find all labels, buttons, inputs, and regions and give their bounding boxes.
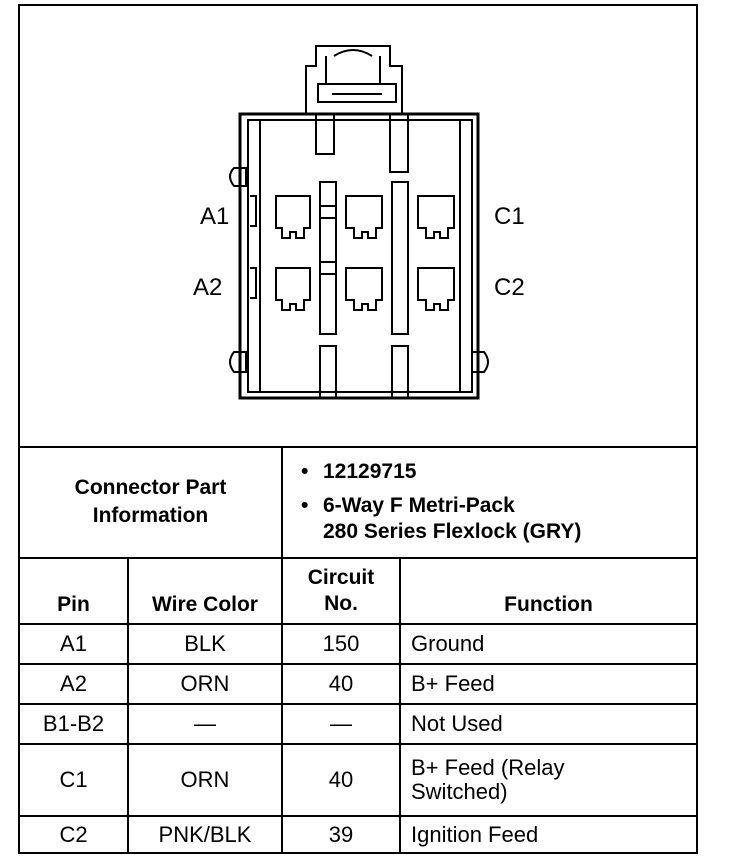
wire-color-cell: ORN <box>127 743 283 817</box>
header-circuit-line1: Circuit <box>307 566 375 589</box>
table-row: A2 ORN 40 B+ Feed <box>20 663 697 705</box>
connector-info-list: • 12129715 • 6-Way F Metri-Pack 280 Series… <box>280 446 697 559</box>
pin-label-c2: C2 <box>494 274 525 301</box>
header-pin: Pin <box>20 557 129 625</box>
header-function: Function <box>398 557 697 625</box>
connector-sheet: A1 A2 C1 C2 Connector Part Information •… <box>18 4 698 854</box>
pin-label-c1: C1 <box>494 203 525 230</box>
bullet-icon: • <box>301 493 309 517</box>
function-cell: B+ Feed (Relay Switched) <box>398 743 697 817</box>
circuit-cell: 40 <box>281 743 401 817</box>
pin-cell: A2 <box>20 663 129 705</box>
pin-label-a2: A2 <box>193 274 223 301</box>
table-header-row: Pin Wire Color Circuit No. Function <box>20 557 697 625</box>
connector-diagram: A1 A2 C1 C2 <box>20 6 696 448</box>
pin-cell: C1 <box>20 743 129 817</box>
pin-cell: C2 <box>20 815 129 852</box>
header-circuit: Circuit No. <box>281 557 401 625</box>
circuit-cell: 39 <box>281 815 401 852</box>
function-cell: B+ Feed <box>398 663 697 705</box>
connector-drawing <box>229 45 489 400</box>
wire-color-cell: PNK/BLK <box>127 815 283 852</box>
connector-info-item1: • 12129715 <box>301 459 696 485</box>
function-line2: Switched) <box>411 779 508 804</box>
wire-color-cell: ORN <box>127 663 283 705</box>
table-row: C1 ORN 40 B+ Feed (Relay Switched) <box>20 743 697 817</box>
connector-table: Connector Part Information • 12129715 • 6-… <box>20 446 697 852</box>
circuit-cell: — <box>281 703 401 745</box>
function-cell: Ground <box>398 623 697 665</box>
connector-info-row: Connector Part Information • 12129715 • 6-… <box>20 446 697 559</box>
table-row: C2 PNK/BLK 39 Ignition Feed <box>20 815 697 852</box>
wire-color-cell: — <box>127 703 283 745</box>
pin-label-a1: A1 <box>200 203 230 230</box>
function-cell: Not Used <box>398 703 697 745</box>
table-row: A1 BLK 150 Ground <box>20 623 697 665</box>
header-circuit-line2: No. <box>324 592 358 615</box>
pin-cell: B1-B2 <box>20 703 129 745</box>
function-cell: Ignition Feed <box>398 815 697 852</box>
connector-info-label-line1: Connector Part <box>74 475 227 499</box>
function-line1: B+ Feed (Relay <box>411 755 565 780</box>
connector-type: 6-Way F Metri-Pack <box>323 493 515 517</box>
table-row: B1-B2 — — Not Used <box>20 703 697 745</box>
circuit-cell: 40 <box>281 663 401 705</box>
header-wire-color: Wire Color <box>127 557 283 625</box>
bullet-icon: • <box>301 459 309 483</box>
connector-info-label: Connector Part Information <box>20 446 283 559</box>
connector-info-item2: • 6-Way F Metri-Pack <box>301 493 696 519</box>
part-number: 12129715 <box>323 459 417 483</box>
circuit-cell: 150 <box>281 623 401 665</box>
connector-series: 280 Series Flexlock (GRY) <box>323 519 582 543</box>
pin-cell: A1 <box>20 623 129 665</box>
connector-info-label-line2: Information <box>92 503 209 527</box>
wire-color-cell: BLK <box>127 623 283 665</box>
